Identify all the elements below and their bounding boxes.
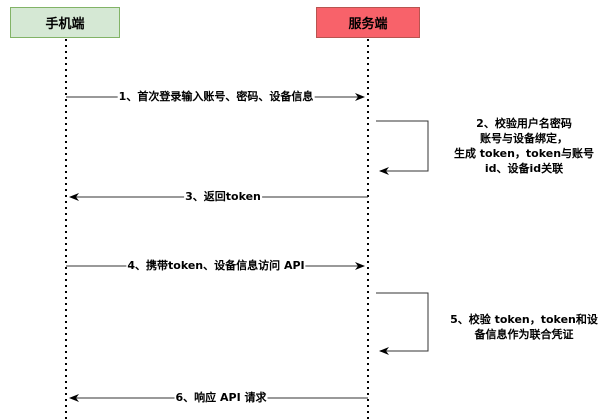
note-step-5-line-1: 5、校验 token，token和设 — [450, 313, 598, 326]
participant-mobile-client-label: 手机端 — [45, 17, 85, 32]
self-loop-arrow-5 — [376, 292, 429, 355]
note-step-2-line-1: 2、校验用户名密码 — [476, 117, 572, 130]
note-step-2: 2、校验用户名密码 账号与设备绑定， 生成 token，token与账号 id、… — [454, 116, 594, 176]
note-step-5-line-2: 备信息作为联合凭证 — [474, 328, 574, 341]
message-label-4: 4、携带token、设备信息访问 API — [126, 259, 306, 273]
message-label-3: 3、返回token — [184, 190, 262, 204]
note-step-2-line-4: id、设备id关联 — [484, 162, 564, 175]
self-loop-arrow-2 — [376, 120, 429, 175]
participant-mobile-client: 手机端 — [10, 7, 120, 38]
message-label-6: 6、响应 API 请求 — [174, 391, 268, 405]
participant-server-label: 服务端 — [348, 17, 388, 32]
message-label-1: 1、首次登录输入账号、密码、设备信息 — [117, 90, 315, 104]
note-step-2-line-2: 账号与设备绑定， — [480, 132, 568, 145]
note-step-2-line-3: 生成 token，token与账号 — [453, 147, 595, 160]
note-step-5: 5、校验 token，token和设 备信息作为联合凭证 — [450, 312, 598, 342]
participant-server: 服务端 — [316, 7, 420, 38]
